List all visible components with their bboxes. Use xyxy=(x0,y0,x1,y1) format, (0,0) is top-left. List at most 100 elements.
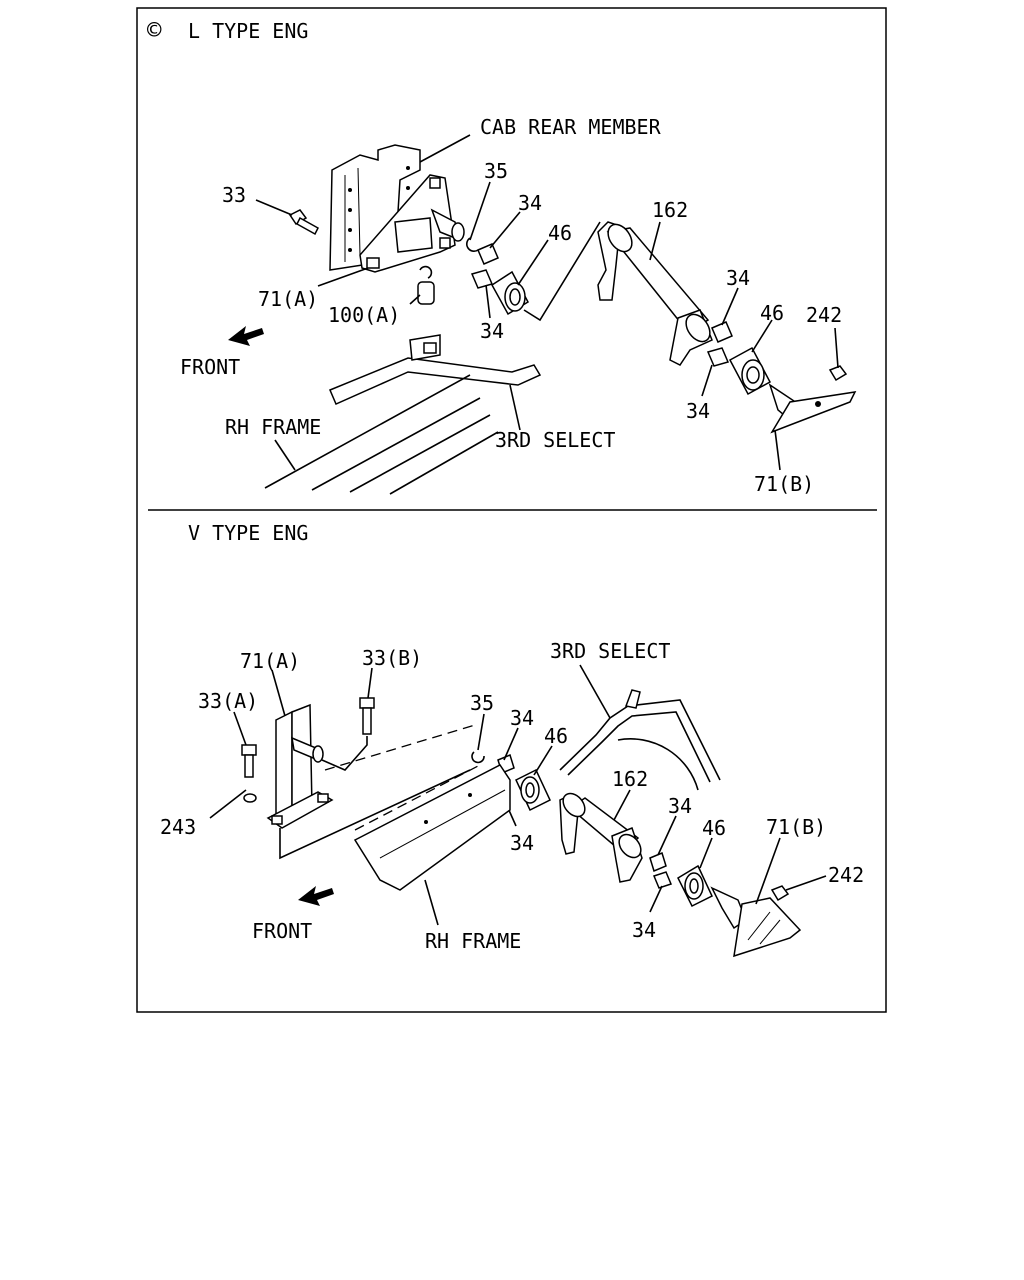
label-front-v: FRONT xyxy=(252,919,312,943)
leader-162 xyxy=(649,221,661,261)
leader-34-a xyxy=(489,211,521,249)
connection-33b xyxy=(321,736,368,771)
label-162: 162 xyxy=(652,198,688,222)
leader-34-v-c xyxy=(657,815,677,856)
label-33b: 33(B) xyxy=(362,646,422,670)
panel-l-type: © L TYPE ENG CAB REAR MEMBER 33 xyxy=(147,16,857,496)
label-71b-v: 71(B) xyxy=(766,815,826,839)
leader-33 xyxy=(255,199,293,216)
label-71a-v: 71(A) xyxy=(240,649,300,673)
clip-35 xyxy=(466,237,479,253)
leader-35-v xyxy=(477,713,485,751)
bushing-34-lower-a xyxy=(470,269,494,289)
leader-33a xyxy=(233,711,247,746)
label-34-c: 34 xyxy=(480,319,504,343)
label-34-a: 34 xyxy=(518,191,542,215)
diagram-border xyxy=(136,7,887,1013)
leader-33b xyxy=(367,667,373,699)
nut-242-v xyxy=(770,885,790,902)
bushing-34-lower-b xyxy=(706,347,730,367)
front-arrow-icon xyxy=(228,326,264,346)
leader-71a-v xyxy=(271,669,286,717)
panel-v-type: V TYPE ENG 71(A) 33(B) 33(A) xyxy=(160,521,864,958)
shaft-162 xyxy=(597,221,713,366)
leader-46-v-a xyxy=(533,745,553,776)
shaft-connection-line xyxy=(523,221,601,322)
label-33a: 33(A) xyxy=(198,689,258,713)
label-34-b: 34 xyxy=(726,266,750,290)
connection-dashed-a xyxy=(324,724,476,771)
label-third-select-v: 3RD SELECT xyxy=(550,639,670,663)
label-71b: 71(B) xyxy=(754,472,814,496)
leader-46-b xyxy=(751,319,773,353)
bracket-71b xyxy=(768,383,857,434)
leader-71b xyxy=(774,429,781,471)
leader-cab-rear-member xyxy=(419,134,471,163)
leader-third-select-v xyxy=(579,664,611,719)
third-select-pipe-v xyxy=(559,689,721,791)
connection-71a-frame xyxy=(279,769,471,860)
boot-46-v-a xyxy=(515,768,551,812)
cab-rear-member-drawing xyxy=(329,144,465,273)
leader-rh-frame-v xyxy=(424,879,439,926)
leader-100a xyxy=(409,294,421,305)
leader-162-v xyxy=(613,789,631,821)
label-35: 35 xyxy=(484,159,508,183)
label-rh-frame: RH FRAME xyxy=(225,415,321,439)
rh-frame-drawing xyxy=(264,374,499,495)
bushing-34-v-upper-b xyxy=(649,851,667,873)
leader-71b-v xyxy=(755,837,781,905)
panel-l-title: L TYPE ENG xyxy=(188,19,308,43)
leader-46-a xyxy=(517,239,549,286)
bolt-33b xyxy=(359,697,375,735)
label-34-v-a: 34 xyxy=(510,706,534,730)
front-arrow-icon-v xyxy=(298,886,334,906)
link-100a xyxy=(417,265,435,305)
rh-frame-drawing-v xyxy=(353,764,511,891)
bolt-33a xyxy=(241,744,257,778)
label-34-d: 34 xyxy=(686,399,710,423)
boot-46-v-b xyxy=(677,864,713,908)
label-34-v-c: 34 xyxy=(668,794,692,818)
leader-34-c xyxy=(485,284,491,319)
label-242-v: 242 xyxy=(828,863,864,887)
label-34-v-d: 34 xyxy=(632,918,656,942)
bracket-71a-v xyxy=(266,703,334,829)
leader-34-d xyxy=(701,364,713,397)
leader-46-v-b xyxy=(699,837,713,869)
label-35-v: 35 xyxy=(470,691,494,715)
leader-242-a xyxy=(834,327,839,369)
leader-242-v xyxy=(785,875,827,891)
panel-l-title-symbol: © xyxy=(147,16,162,44)
leader-third-select xyxy=(509,384,521,431)
boot-46-a xyxy=(491,270,529,316)
panel-v-title: V TYPE ENG xyxy=(188,521,308,545)
label-33: 33 xyxy=(222,183,246,207)
leader-243 xyxy=(209,789,247,819)
nut-242-a xyxy=(828,365,848,382)
label-46-b: 46 xyxy=(760,301,784,325)
label-third-select: 3RD SELECT xyxy=(495,428,615,452)
leader-35 xyxy=(469,181,491,241)
leader-rh-frame xyxy=(274,439,296,471)
leader-34-v-d xyxy=(649,885,663,913)
clip-35-v xyxy=(471,751,485,764)
bushing-34-v-lower-b xyxy=(652,871,673,889)
label-front: FRONT xyxy=(180,355,240,379)
leader-71a xyxy=(317,267,369,287)
label-100a: 100(A) xyxy=(328,303,400,327)
label-46-v-a: 46 xyxy=(544,724,568,748)
bushing-34-upper-a xyxy=(477,243,499,265)
third-select-pipe xyxy=(329,334,542,405)
label-rh-frame-v: RH FRAME xyxy=(425,929,521,953)
label-34-v-b: 34 xyxy=(510,831,534,855)
bushing-34-upper-b xyxy=(711,321,733,343)
label-46-a: 46 xyxy=(548,221,572,245)
label-71a: 71(A) xyxy=(258,287,318,311)
bracket-71b-v xyxy=(710,886,802,958)
leader-34-b xyxy=(721,287,739,326)
boot-46-b xyxy=(728,346,772,396)
label-46-v-b: 46 xyxy=(702,816,726,840)
shaft-162-v xyxy=(559,792,643,883)
